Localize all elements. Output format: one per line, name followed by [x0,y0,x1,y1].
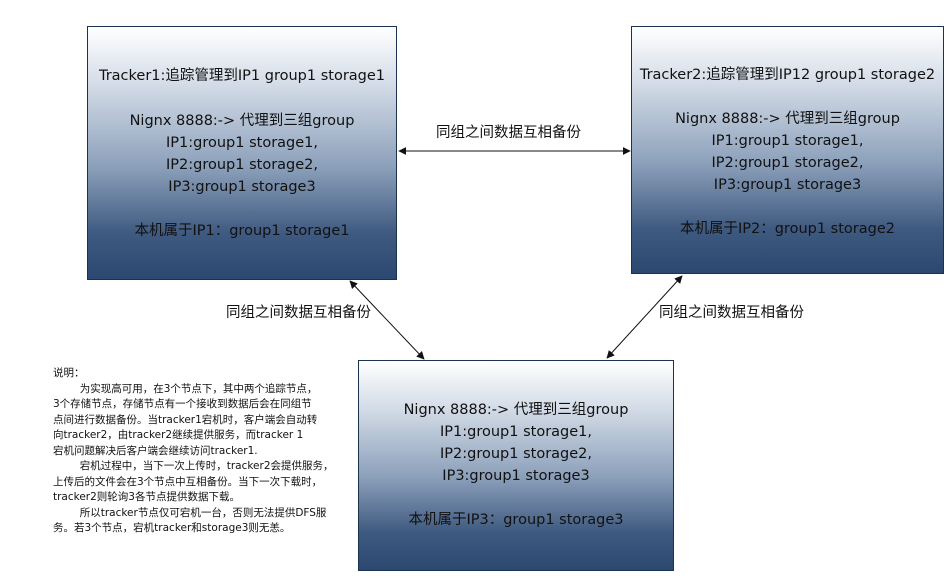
ip2-line: IP2:group1 storage2, [440,446,592,462]
ip1-line: IP1:group1 storage1, [711,133,864,149]
ip1-line: IP1:group1 storage1, [440,424,592,440]
proxy-line: Nignx 8888:-> 代理到三组group [675,111,900,127]
tracker1-node: Tracker1:追踪管理到IP1 group1 storage1 Nignx … [87,26,397,280]
connection-label-right: 同组之间数据互相备份 [659,305,804,321]
note-line: 务。若3个节点，宕机tracker和storage3则无恙。 [53,522,291,534]
connection-label-left: 同组之间数据互相备份 [226,305,371,321]
ip2-line: IP2:group1 storage2, [166,157,318,173]
local-node-line: 本机属于IP2：group1 storage2 [679,221,895,237]
connection-label-top: 同组之间数据互相备份 [436,125,581,141]
note-line: 向tracker2，由tracker2继续提供服务，而tracker 1 [53,429,304,441]
note-line: 点间进行数据备份。当tracker1宕机时，客户端会自动转 [53,413,318,426]
storage3-node: Nignx 8888:-> 代理到三组group IP1:group1 stor… [358,360,674,571]
note-line: 为实现高可用，在3个节点下，其中两个追踪节点， [53,382,318,395]
arrow-box1-box3 [349,280,425,360]
note-line: 上传后的文件会在3个节点中互相备份。当下一次下载时， [53,475,323,488]
local-node-line: 本机属于IP1：group1 storage1 [134,223,350,239]
note-line: 宕机问题解决后客户端会继续访问tracker1. [53,444,258,457]
tracker2-node: Tracker2:追踪管理到IP12 group1 storage2 Nignx… [631,26,944,274]
note-line: 3个存储节点，存储节点有一个接收到数据后会在同组节 [53,398,312,410]
ip1-line: IP1:group1 storage1, [166,135,318,151]
note-line: 说明： [53,367,85,379]
proxy-line: Nignx 8888:-> 代理到三组group [129,113,355,129]
note-line: 宕机过程中，当下一次上传时，tracker2会提供服务， [53,460,334,472]
arrow-box2-box3 [606,275,683,359]
proxy-line: Nignx 8888:-> 代理到三组group [403,402,629,418]
note-line: 所以tracker节点仅可宕机一台，否则无法提供DFS服 [53,506,327,519]
tracker2-title: Tracker2:追踪管理到IP12 group1 storage2 [639,67,936,83]
ip3-line: IP3:group1 storage3 [442,468,590,484]
local-node-line: 本机属于IP3：group1 storage3 [408,512,624,528]
tracker1-title: Tracker1:追踪管理到IP1 group1 storage1 [98,68,386,84]
ip2-line: IP2:group1 storage2, [711,155,864,171]
ip3-line: IP3:group1 storage3 [168,179,316,195]
note-line: tracker2则轮询3各节点提供数据下载。 [53,491,240,503]
explanation-note: 说明： 为实现高可用，在3个节点下，其中两个追踪节点， 3个存储节点，存储节点有… [53,366,353,537]
ip3-line: IP3:group1 storage3 [713,177,862,193]
